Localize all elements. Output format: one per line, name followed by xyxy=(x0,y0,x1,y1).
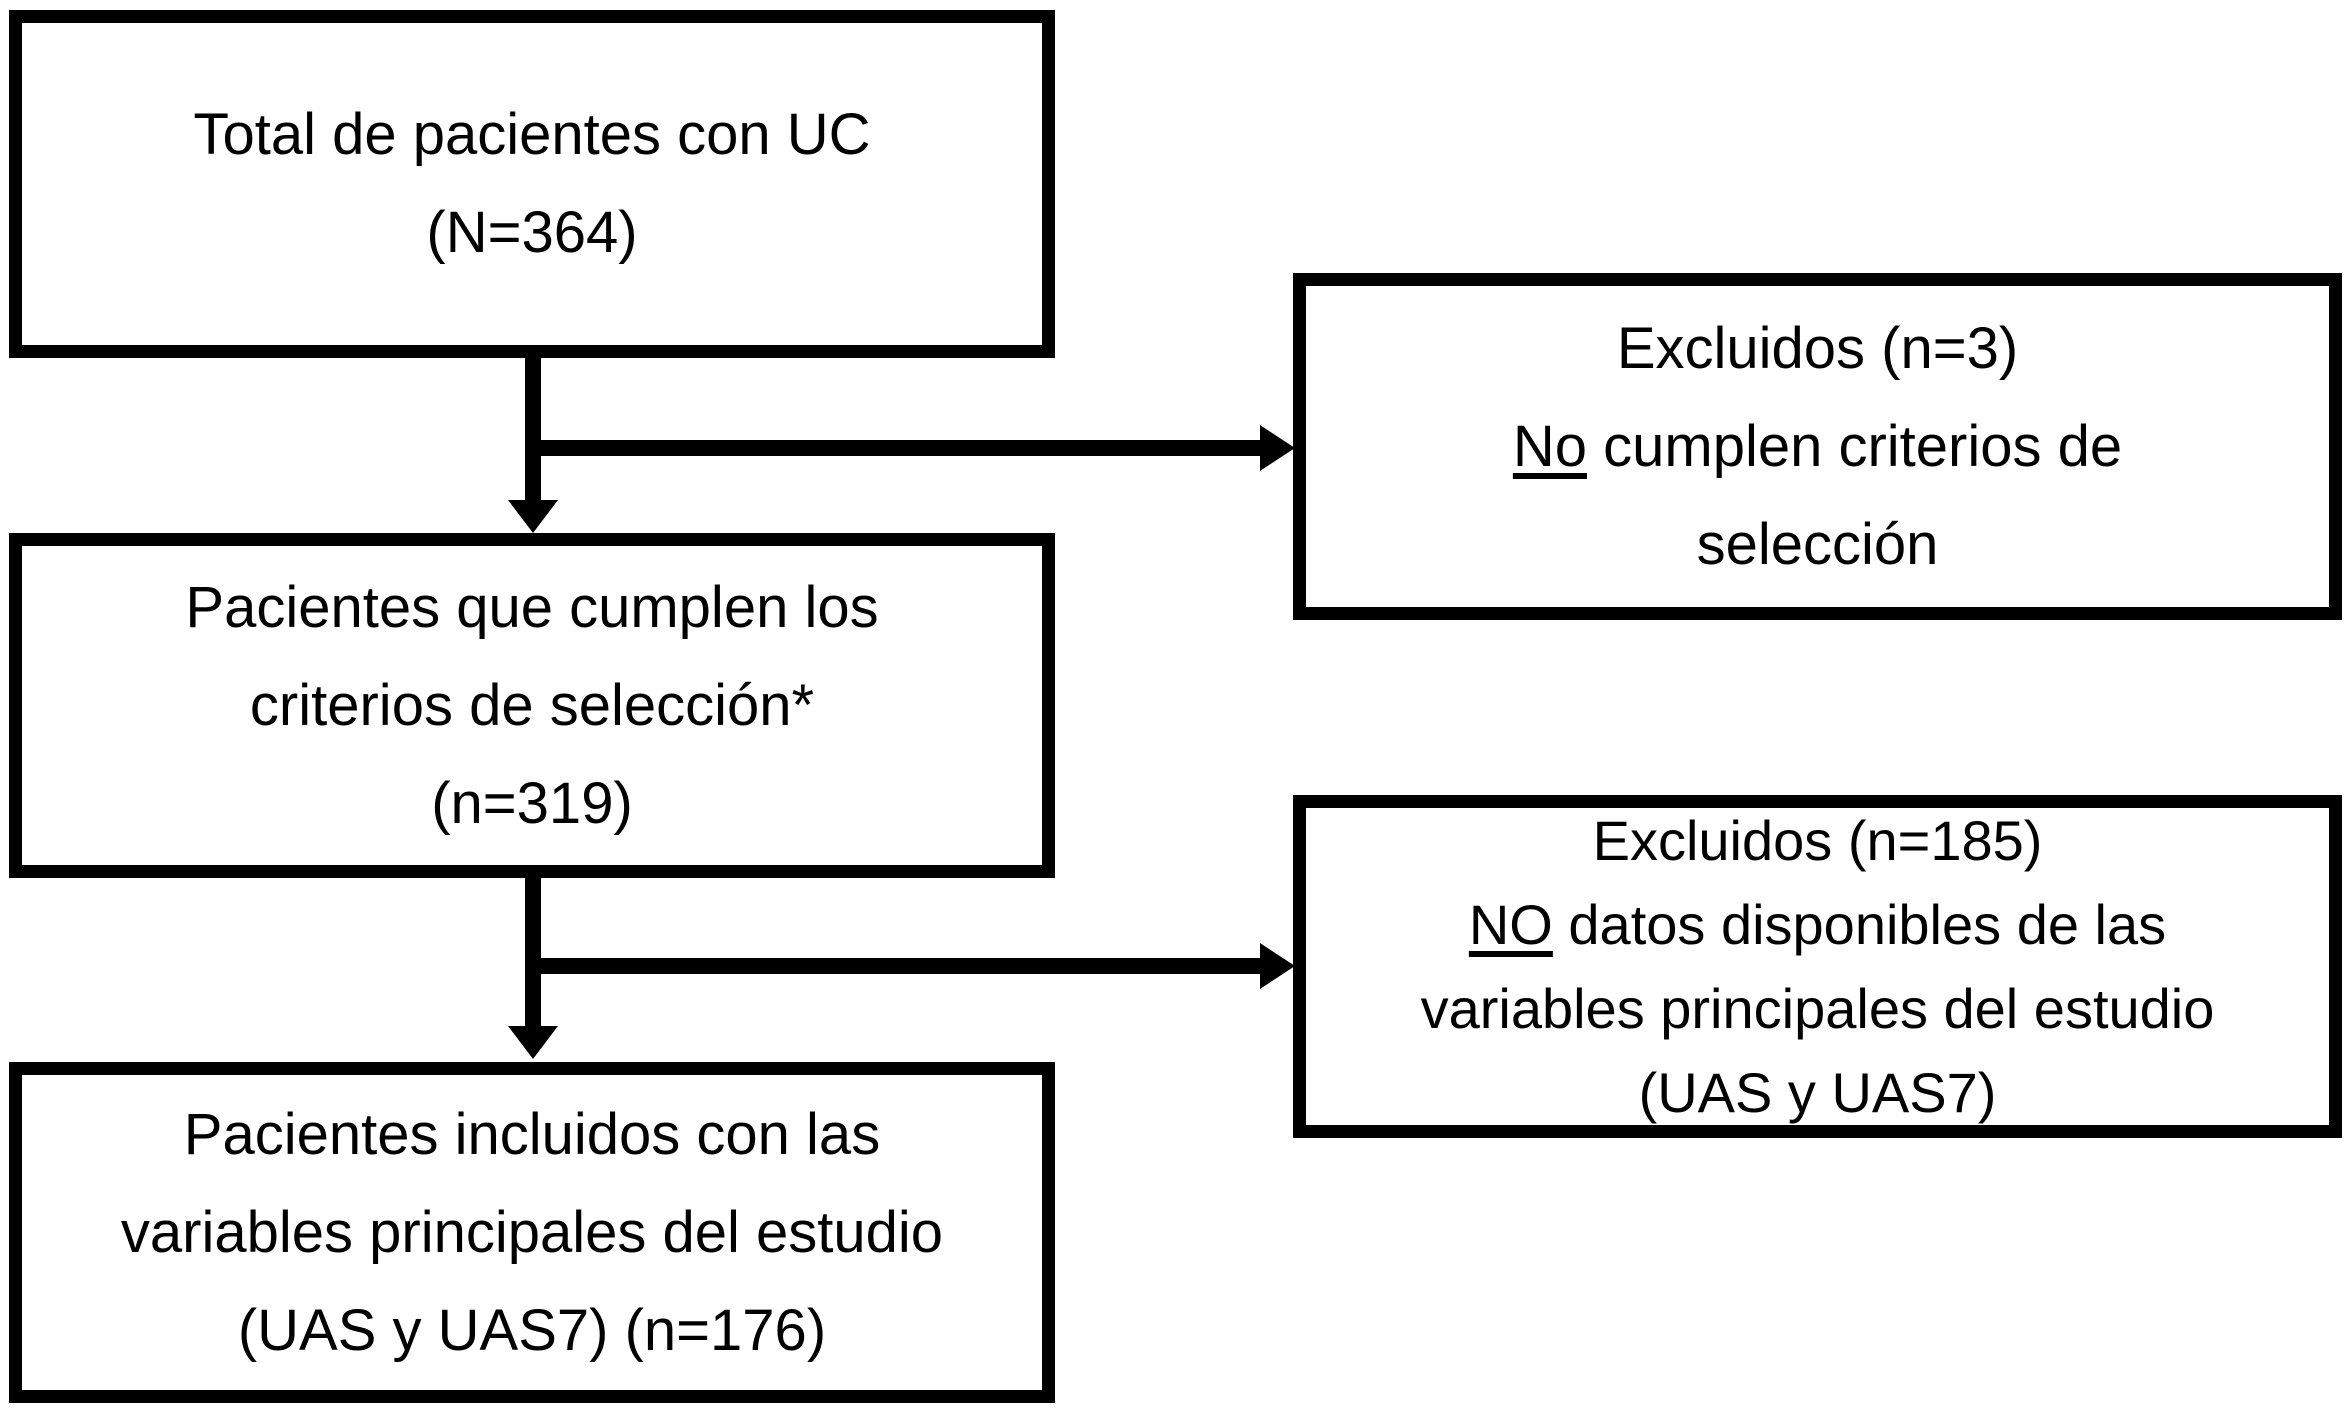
arrow-total-to-eligible-head xyxy=(508,500,558,533)
text-line: Excluidos (n=185) xyxy=(1593,799,2043,883)
arrow-total-to-eligible-line xyxy=(525,355,541,502)
text-line: (n=319) xyxy=(431,755,633,853)
box-excluded2-line-2-rest: datos disponibles de las xyxy=(1552,892,2167,956)
box-eligible-patients: Pacientes que cumplen los criterios de s… xyxy=(9,533,1055,878)
text-line: (UAS y UAS7) (n=176) xyxy=(238,1282,826,1380)
text-line: variables principales del estudio xyxy=(121,1184,943,1282)
box-total-patients: Total de pacientes con UC (N=364) xyxy=(9,10,1055,358)
text-line: No cumplen criterios de xyxy=(1513,398,2122,496)
text-line: Pacientes incluidos con las xyxy=(184,1086,880,1184)
box-total-line-2: (N=364) xyxy=(426,200,638,265)
box-included-line-3: (UAS y UAS7) (n=176) xyxy=(237,1297,827,1363)
box-excluded1-line-2-underlined: No xyxy=(1512,413,1588,479)
box-eligible-line-3: (n=319) xyxy=(431,770,633,836)
arrow-branch-excluded1-head xyxy=(1260,425,1295,471)
box-excluded1-line-2-rest: cumplen criterios de xyxy=(1587,413,2123,479)
text-line: Excluidos (n=3) xyxy=(1617,300,2018,398)
text-line: Pacientes que cumplen los xyxy=(185,559,878,657)
arrow-branch-excluded1-line xyxy=(533,440,1263,456)
arrow-branch-excluded2-head xyxy=(1260,943,1295,989)
arrow-branch-excluded2-line xyxy=(533,958,1263,974)
box-included-line-1: Pacientes incluidos con las xyxy=(183,1101,881,1167)
box-excluded-missing-data: Excluidos (n=185) NO datos disponibles d… xyxy=(1293,795,2342,1138)
text-line: criterios de selección* xyxy=(250,657,814,755)
box-excluded2-line-3: variables principales del estudio xyxy=(1420,976,2215,1040)
box-excluded2-line-2-underlined: NO xyxy=(1468,892,1553,956)
box-included-line-2: variables principales del estudio xyxy=(120,1199,944,1265)
text-line: selección xyxy=(1697,496,1939,594)
box-excluded1-line-1: Excluidos (n=3) xyxy=(1616,315,2019,381)
box-excluded-selection-criteria: Excluidos (n=3) No cumplen criterios de … xyxy=(1293,273,2342,620)
box-eligible-line-2: criterios de selección* xyxy=(249,672,815,738)
text-line: (N=364) xyxy=(426,184,637,282)
box-excluded2-line-4: (UAS y UAS7) xyxy=(1638,1060,1997,1124)
box-total-line-1: Total de pacientes con UC xyxy=(193,102,871,167)
text-line: NO datos disponibles de las xyxy=(1469,883,2166,967)
box-included-patients: Pacientes incluidos con las variables pr… xyxy=(9,1062,1055,1403)
box-excluded2-line-1: Excluidos (n=185) xyxy=(1592,808,2043,872)
text-line: Total de pacientes con UC xyxy=(193,86,870,184)
text-line: variables principales del estudio xyxy=(1421,967,2215,1051)
arrow-eligible-to-included-head xyxy=(508,1026,558,1059)
box-eligible-line-1: Pacientes que cumplen los xyxy=(185,574,879,640)
box-excluded1-line-3: selección xyxy=(1696,511,1939,577)
arrow-eligible-to-included-line xyxy=(525,875,541,1028)
text-line: (UAS y UAS7) xyxy=(1639,1051,1997,1135)
